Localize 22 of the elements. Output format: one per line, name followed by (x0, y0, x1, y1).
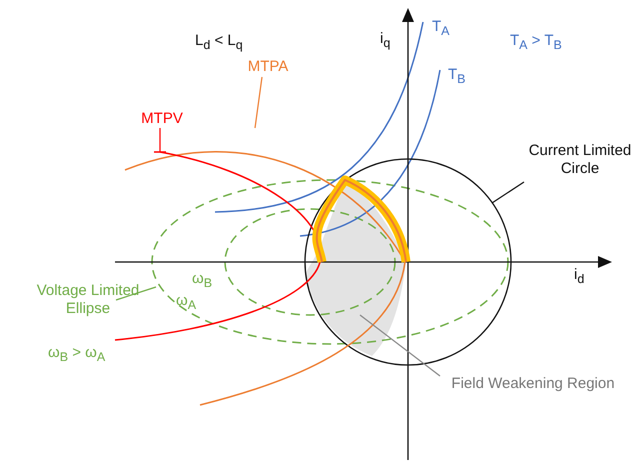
leader-line (153, 128, 167, 153)
condition-note: T$_{A}$ > T$_{B}$ (510, 32, 562, 54)
leader-line (116, 286, 156, 301)
leader-line (254, 76, 263, 128)
curve-label: ω$_{B}$ (192, 270, 212, 292)
leader-line (360, 314, 440, 376)
curve-label: T$_{B}$ (448, 66, 466, 88)
axis-label: i$_{q}$ (380, 30, 390, 52)
curve-label: ω$_{A}$ (176, 292, 196, 314)
dashed-ellipse (224, 208, 396, 316)
curve-label: MTPA (238, 58, 298, 76)
curve-label: Voltage Limited Ellipse (28, 282, 148, 318)
leader-line (492, 182, 524, 204)
curve-label: Current Limited Circle (520, 142, 638, 178)
curve-label: MTPV (132, 110, 192, 128)
dashed-ellipse (151, 179, 509, 345)
condition-note: L$_{d}$ < L$_{q}$ (195, 32, 243, 54)
curve-label: T$_{A}$ (432, 18, 450, 40)
curve-label: Field Weakening Region (428, 375, 638, 393)
condition-note: ω$_{B}$ > ω$_{A}$ (48, 344, 106, 366)
circle-outline (304, 158, 512, 366)
axis-label: i$_{d}$ (574, 266, 584, 288)
